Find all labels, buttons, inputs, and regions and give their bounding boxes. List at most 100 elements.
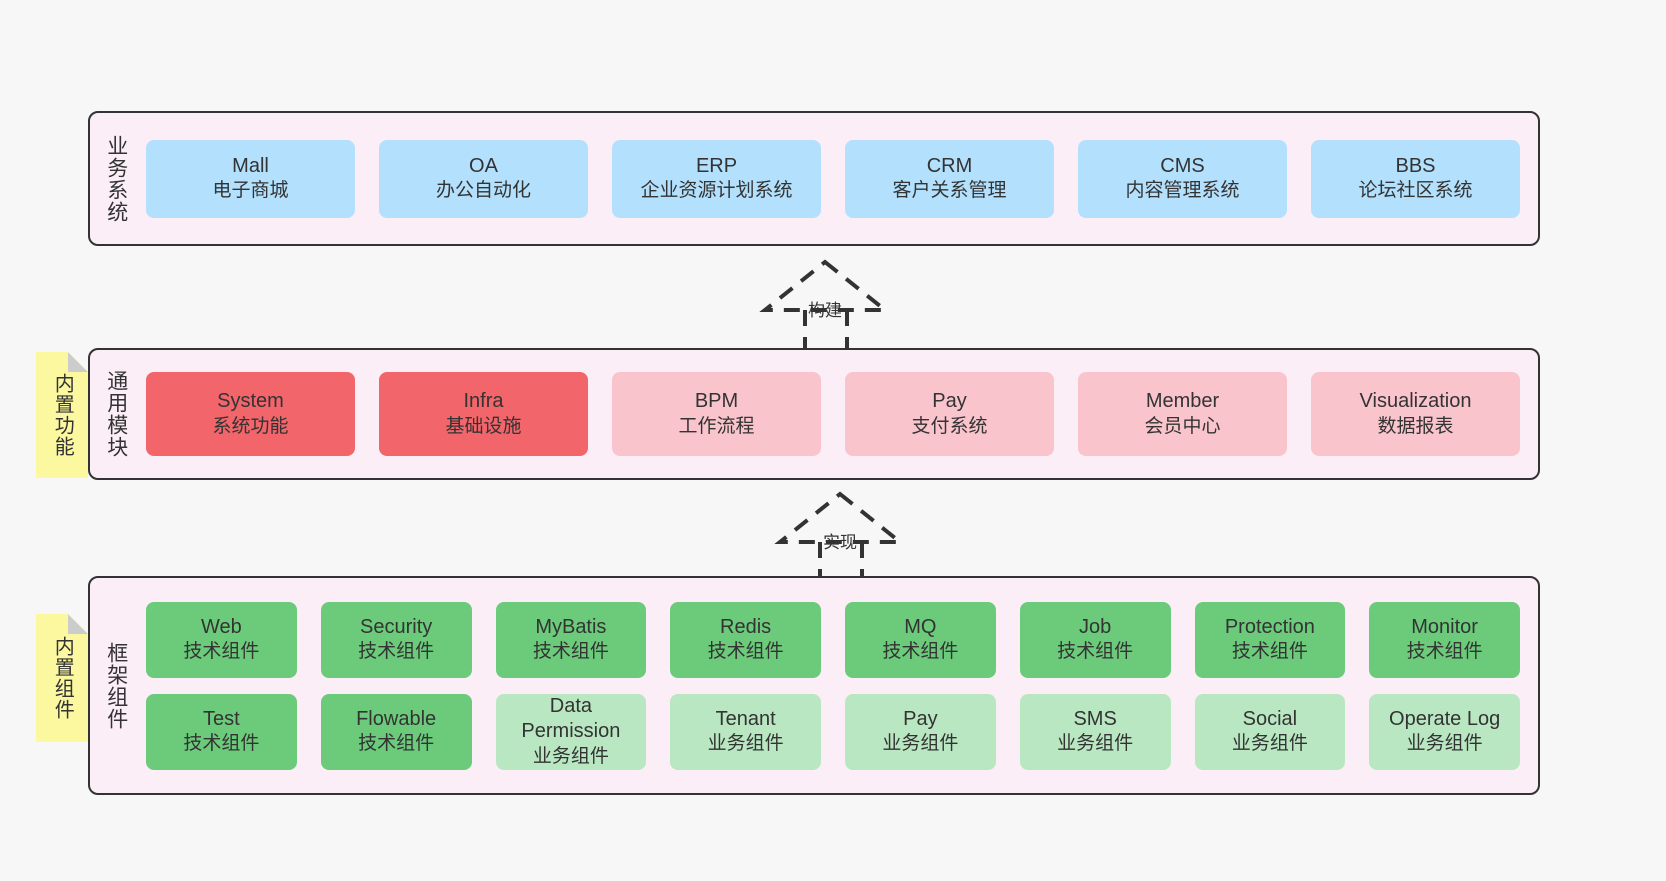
framework-row-tech: Web 技术组件 Security 技术组件 MyBatis 技术组件 Redi… [146,601,1520,678]
card-subtitle: 技术组件 [707,641,784,663]
business-card-bbs[interactable]: BBS 论坛社区系统 [1311,139,1520,218]
business-systems-panel: 业务系统 Mall 电子商城 OA 办公自动化 ERP 企业资源计划系统 CRM… [88,111,1540,246]
card-title: Job [1079,615,1112,638]
framework-card-redis[interactable]: Redis 技术组件 [670,601,821,678]
framework-row-biz: Test 技术组件 Flowable 技术组件 Data Permission … [146,693,1520,770]
card-title: Member [1145,390,1220,413]
card-subtitle: 业务组件 [707,733,784,755]
card-subtitle: 技术组件 [532,641,609,663]
business-card-crm[interactable]: CRM 客户关系管理 [845,139,1054,218]
card-subtitle: 技术组件 [1057,641,1134,663]
card-subtitle: 支付系统 [911,415,988,437]
note-fold-corner-icon [68,614,88,634]
card-subtitle: 数据报表 [1377,415,1454,437]
card-title: SMS [1073,707,1117,730]
card-subtitle: 技术组件 [882,641,959,663]
card-subtitle: 技术组件 [1406,641,1483,663]
business-card-erp[interactable]: ERP 企业资源计划系统 [612,139,821,218]
card-title: Monitor [1411,615,1478,638]
connector-implement-arrow: 实现 [750,490,930,588]
framework-card-job[interactable]: Job 技术组件 [1019,601,1171,678]
business-card-oa[interactable]: OA 办公自动化 [379,139,588,218]
framework-card-monitor[interactable]: Monitor 技术组件 [1369,601,1520,678]
card-title: Visualization [1359,390,1472,413]
common-modules-row: System 系统功能 Infra 基础设施 BPM 工作流程 Pay 支付系统… [146,372,1520,456]
common-modules-panel: 通用模块 System 系统功能 Infra 基础设施 BPM 工作流程 Pay… [88,348,1540,480]
business-card-mall[interactable]: Mall 电子商城 [146,139,355,218]
business-card-cms[interactable]: CMS 内容管理系统 [1078,139,1287,218]
card-title: Infra [463,390,504,413]
card-subtitle: 办公自动化 [435,180,531,202]
card-title: MyBatis [535,615,607,638]
framework-card-operate-log[interactable]: Operate Log 业务组件 [1369,693,1520,770]
framework-card-flowable[interactable]: Flowable 技术组件 [320,693,472,770]
module-card-pay[interactable]: Pay 支付系统 [845,372,1054,456]
sticky-note-label: 内置功能 [51,373,74,457]
card-title: CMS [1160,154,1205,177]
card-title: Protection [1224,615,1315,638]
card-title: System [217,390,284,413]
module-card-system[interactable]: System 系统功能 [146,372,355,456]
card-subtitle: 业务组件 [532,745,609,767]
card-title: MQ [904,615,937,638]
framework-card-mq[interactable]: MQ 技术组件 [845,601,996,678]
module-card-infra[interactable]: Infra 基础设施 [379,372,588,456]
framework-card-security[interactable]: Security 技术组件 [320,601,472,678]
sticky-note-builtin-components: 内置组件 [36,614,88,742]
card-subtitle: 业务组件 [882,733,959,755]
card-title: Social [1242,707,1298,730]
business-systems-layer-label: 业务系统 [104,134,128,223]
card-title: BPM [694,390,739,413]
connector-build-arrow: 构建 [735,258,915,356]
card-subtitle: 电子商城 [212,180,289,202]
card-title: CRM [926,154,973,177]
framework-card-pay[interactable]: Pay 业务组件 [845,693,996,770]
card-subtitle: 技术组件 [358,733,435,755]
framework-card-test[interactable]: Test 技术组件 [146,693,297,770]
framework-card-web[interactable]: Web 技术组件 [146,601,297,678]
card-subtitle: 业务组件 [1057,733,1134,755]
card-subtitle: 会员中心 [1144,415,1221,437]
card-subtitle: 论坛社区系统 [1358,180,1473,202]
card-subtitle: 技术组件 [1231,641,1308,663]
card-title: Test [203,707,240,730]
card-subtitle: 业务组件 [1406,733,1483,755]
card-subtitle: 技术组件 [183,733,260,755]
card-title: Pay [932,390,967,413]
common-modules-body: System 系统功能 Infra 基础设施 BPM 工作流程 Pay 支付系统… [142,350,1538,478]
module-card-member[interactable]: Member 会员中心 [1078,372,1287,456]
framework-card-mybatis[interactable]: MyBatis 技术组件 [495,601,647,678]
card-title: ERP [695,154,738,177]
card-title: Pay [903,707,938,730]
framework-card-social[interactable]: Social 业务组件 [1194,693,1346,770]
connector-implement-label: 实现 [823,533,857,552]
common-modules-layer-label: 通用模块 [104,370,128,458]
card-subtitle: 系统功能 [212,415,289,437]
card-title: BBS [1395,154,1436,177]
card-title: OA [469,154,498,177]
sticky-note-label: 内置组件 [51,636,74,720]
connector-build-label: 构建 [808,301,842,320]
card-subtitle: 技术组件 [183,641,260,663]
framework-components-layer-label: 框架组件 [104,641,128,730]
card-subtitle: 客户关系管理 [892,180,1007,202]
card-title: Security [360,615,433,638]
card-title: Flowable [356,707,437,730]
framework-card-tenant[interactable]: Tenant 业务组件 [670,693,821,770]
card-title: Redis [720,615,772,638]
card-title: Mall [232,154,269,177]
framework-card-sms[interactable]: SMS 业务组件 [1019,693,1171,770]
business-systems-row: Mall 电子商城 OA 办公自动化 ERP 企业资源计划系统 CRM 客户关系… [146,139,1520,218]
framework-components-panel: 框架组件 Web 技术组件 Security 技术组件 MyBatis 技术组件… [88,576,1540,795]
framework-card-data-permission[interactable]: Data Permission 业务组件 [495,693,647,770]
module-card-bpm[interactable]: BPM 工作流程 [612,372,821,456]
note-fold-corner-icon [68,352,88,372]
module-card-visualization[interactable]: Visualization 数据报表 [1311,372,1520,456]
sticky-note-builtin-functions: 内置功能 [36,352,88,478]
card-subtitle: 工作流程 [678,415,755,437]
framework-card-protection[interactable]: Protection 技术组件 [1194,601,1346,678]
card-subtitle: 企业资源计划系统 [640,180,793,202]
card-subtitle: 内容管理系统 [1125,180,1240,202]
card-subtitle: 基础设施 [445,415,522,437]
